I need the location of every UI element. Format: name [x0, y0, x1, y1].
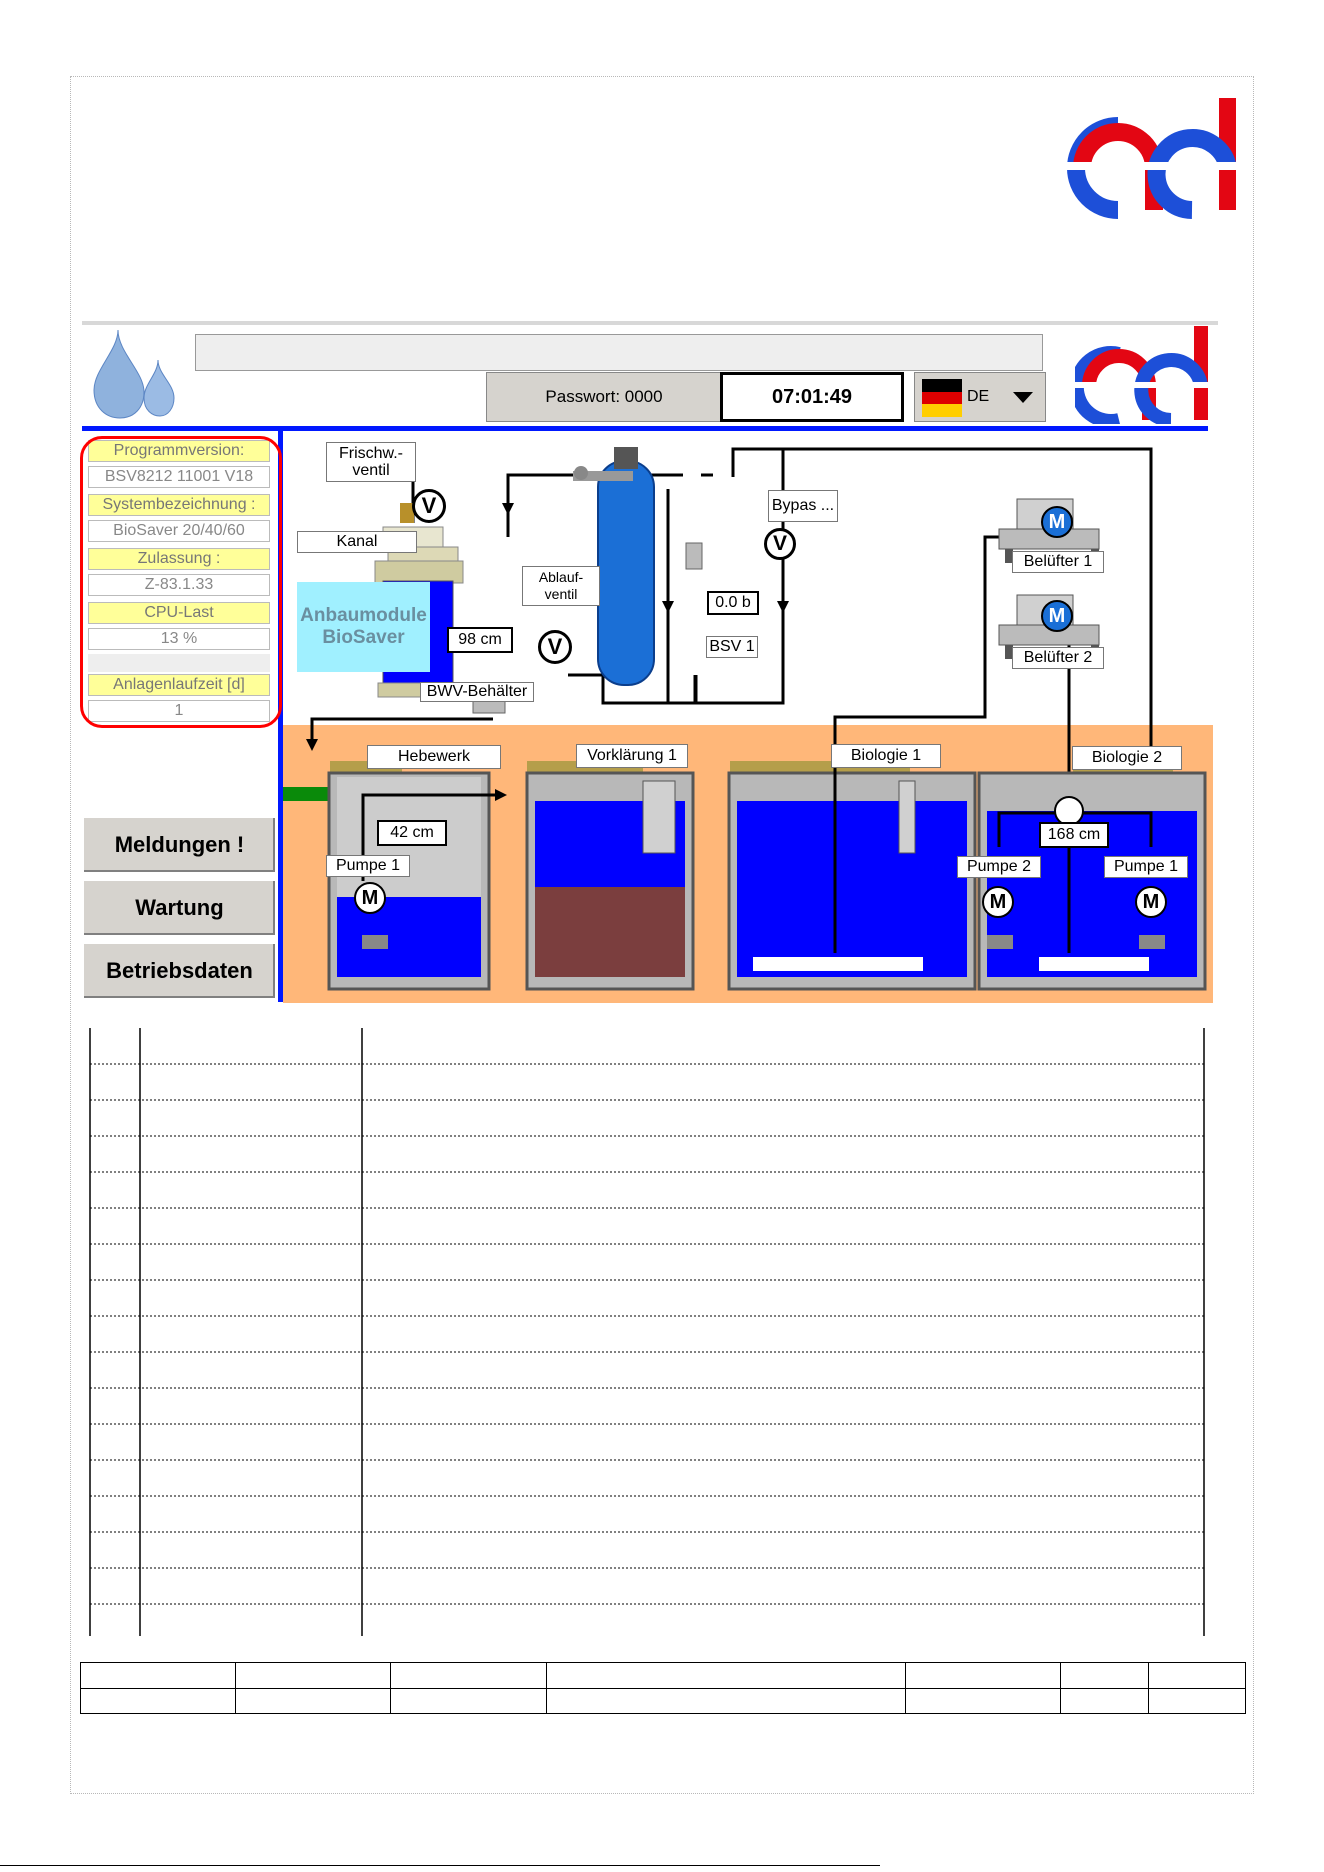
channel-label: Kanal — [297, 531, 417, 553]
biologie-2-pump-1-label: Pumpe 1 — [1104, 856, 1188, 878]
tank-label-hebewerk: Hebewerk — [367, 745, 501, 769]
password-label: Passwort: 0000 — [545, 387, 663, 406]
biologie-2-pump-2-motor-icon[interactable]: M — [982, 886, 1014, 918]
process-diagram — [283, 447, 1213, 1003]
addon-modules-line1: Anbaumodule — [300, 605, 427, 626]
footer-cell — [390, 1662, 547, 1689]
blower-2-motor-icon[interactable]: M — [1041, 600, 1073, 632]
footer-cell — [904, 1687, 1061, 1714]
footer-cell — [1059, 1687, 1150, 1714]
info-value-cpu-load: 13 % — [88, 628, 270, 650]
hmi-title-bar — [195, 334, 1043, 371]
fresh-water-valve-icon[interactable]: V — [412, 489, 446, 523]
addon-modules-button[interactable]: Anbaumodule BioSaver — [297, 582, 430, 672]
footer-cell — [235, 1687, 392, 1714]
tank-vorklaerung — [525, 761, 695, 991]
language-value: DE — [967, 388, 990, 405]
tank-label-biologie-2: Biologie 2 — [1072, 746, 1182, 770]
footer-table-row — [79, 1662, 1246, 1689]
info-label-cpu-load: CPU-Last — [88, 602, 270, 624]
info-label-system-name: Systembezeichnung : — [88, 494, 270, 516]
footer-cell — [79, 1687, 237, 1714]
footer-cell — [1059, 1662, 1150, 1689]
outlet-valve-label-line2: ventil — [544, 586, 578, 602]
fresh-water-valve-label-line1: Frischw.- — [339, 445, 403, 462]
bsv-label: BSV 1 — [706, 636, 758, 658]
info-label-runtime: Anlagenlaufzeit [d] — [88, 674, 270, 696]
addon-modules-line2: BioSaver — [322, 627, 405, 648]
hmi-logo — [1075, 326, 1211, 424]
footer-cell — [79, 1662, 237, 1689]
hmi-separator-vertical — [278, 426, 283, 1002]
tank-biologie-1 — [727, 761, 977, 991]
footer-cell — [390, 1687, 547, 1714]
bwv-level-display: 98 cm — [447, 627, 513, 653]
tank-label-biologie-1: Biologie 1 — [831, 744, 941, 768]
tank-hebewerk — [327, 761, 507, 991]
blower-2-label: Belüfter 2 — [1012, 647, 1104, 669]
outlet-valve-icon[interactable]: V — [538, 630, 572, 664]
hmi-top-border — [82, 321, 1218, 325]
hebewerk-level-display: 42 cm — [377, 820, 447, 846]
hebewerk-pump-label: Pumpe 1 — [326, 855, 410, 877]
pipe-arrows — [306, 503, 789, 751]
water-drops-icon — [93, 330, 175, 419]
clock-time: 07:01:49 — [771, 385, 853, 408]
hebewerk-pump-motor-icon[interactable]: M — [354, 882, 386, 914]
biologie-2-level-display: 168 cm — [1039, 822, 1109, 848]
german-flag-icon — [922, 379, 962, 417]
page-frame — [70, 76, 1254, 1794]
chevron-down-icon[interactable] — [1011, 387, 1035, 407]
tank-biologie-2 — [977, 761, 1207, 991]
footer-cell — [1148, 1662, 1246, 1689]
info-label-approval: Zulassung : — [88, 548, 270, 570]
blower-1-motor-icon[interactable]: M — [1041, 506, 1073, 538]
footer-table-row — [79, 1687, 1246, 1714]
bypass-valve-icon[interactable]: V — [764, 528, 796, 560]
fresh-water-valve-label: Frischw.- ventil — [326, 442, 416, 482]
footer-cell — [235, 1662, 392, 1689]
page-bottom-line — [0, 1865, 880, 1866]
clock-display: 07:01:49 — [720, 372, 904, 422]
pump-bases — [362, 935, 1165, 949]
operating-data-button[interactable]: Betriebsdaten — [82, 942, 277, 1000]
biologie-2-pump-2-label: Pumpe 2 — [957, 856, 1041, 878]
outlet-valve-label-line1: Ablauf- — [538, 569, 584, 585]
footer-cell — [545, 1687, 906, 1714]
blower-1-label: Belüfter 1 — [1012, 551, 1104, 573]
hmi-separator-horizontal — [82, 426, 1208, 431]
password-button[interactable]: Passwort: 0000 — [486, 372, 722, 422]
outlet-valve-label: Ablauf- ventil — [522, 566, 600, 606]
bwv-container-label: BWV-Behälter — [420, 682, 534, 702]
company-logo — [1066, 98, 1236, 219]
tank-label-vorklaerung: Vorklärung 1 — [576, 744, 688, 768]
footer-table — [79, 1662, 1246, 1714]
footer-cell — [1148, 1687, 1246, 1714]
fresh-water-valve-label-line2: ventil — [352, 462, 390, 479]
info-highlight-frame — [80, 436, 282, 728]
empty-notes-table — [89, 1028, 1205, 1636]
messages-button[interactable]: Meldungen ! — [82, 816, 277, 874]
info-spacer — [88, 654, 270, 672]
maintenance-button[interactable]: Wartung — [82, 879, 277, 937]
info-value-approval: Z-83.1.33 — [88, 574, 270, 596]
biologie-2-pump-1-motor-icon[interactable]: M — [1135, 886, 1167, 918]
footer-cell — [904, 1662, 1061, 1689]
bsv-pressure-display: 0.0 b — [707, 591, 759, 615]
footer-cell — [545, 1662, 906, 1689]
info-value-program-version: BSV8212 11001 V18 — [88, 466, 270, 488]
info-value-system-name: BioSaver 20/40/60 — [88, 520, 270, 542]
bypass-label: Bypas ... — [768, 490, 838, 522]
